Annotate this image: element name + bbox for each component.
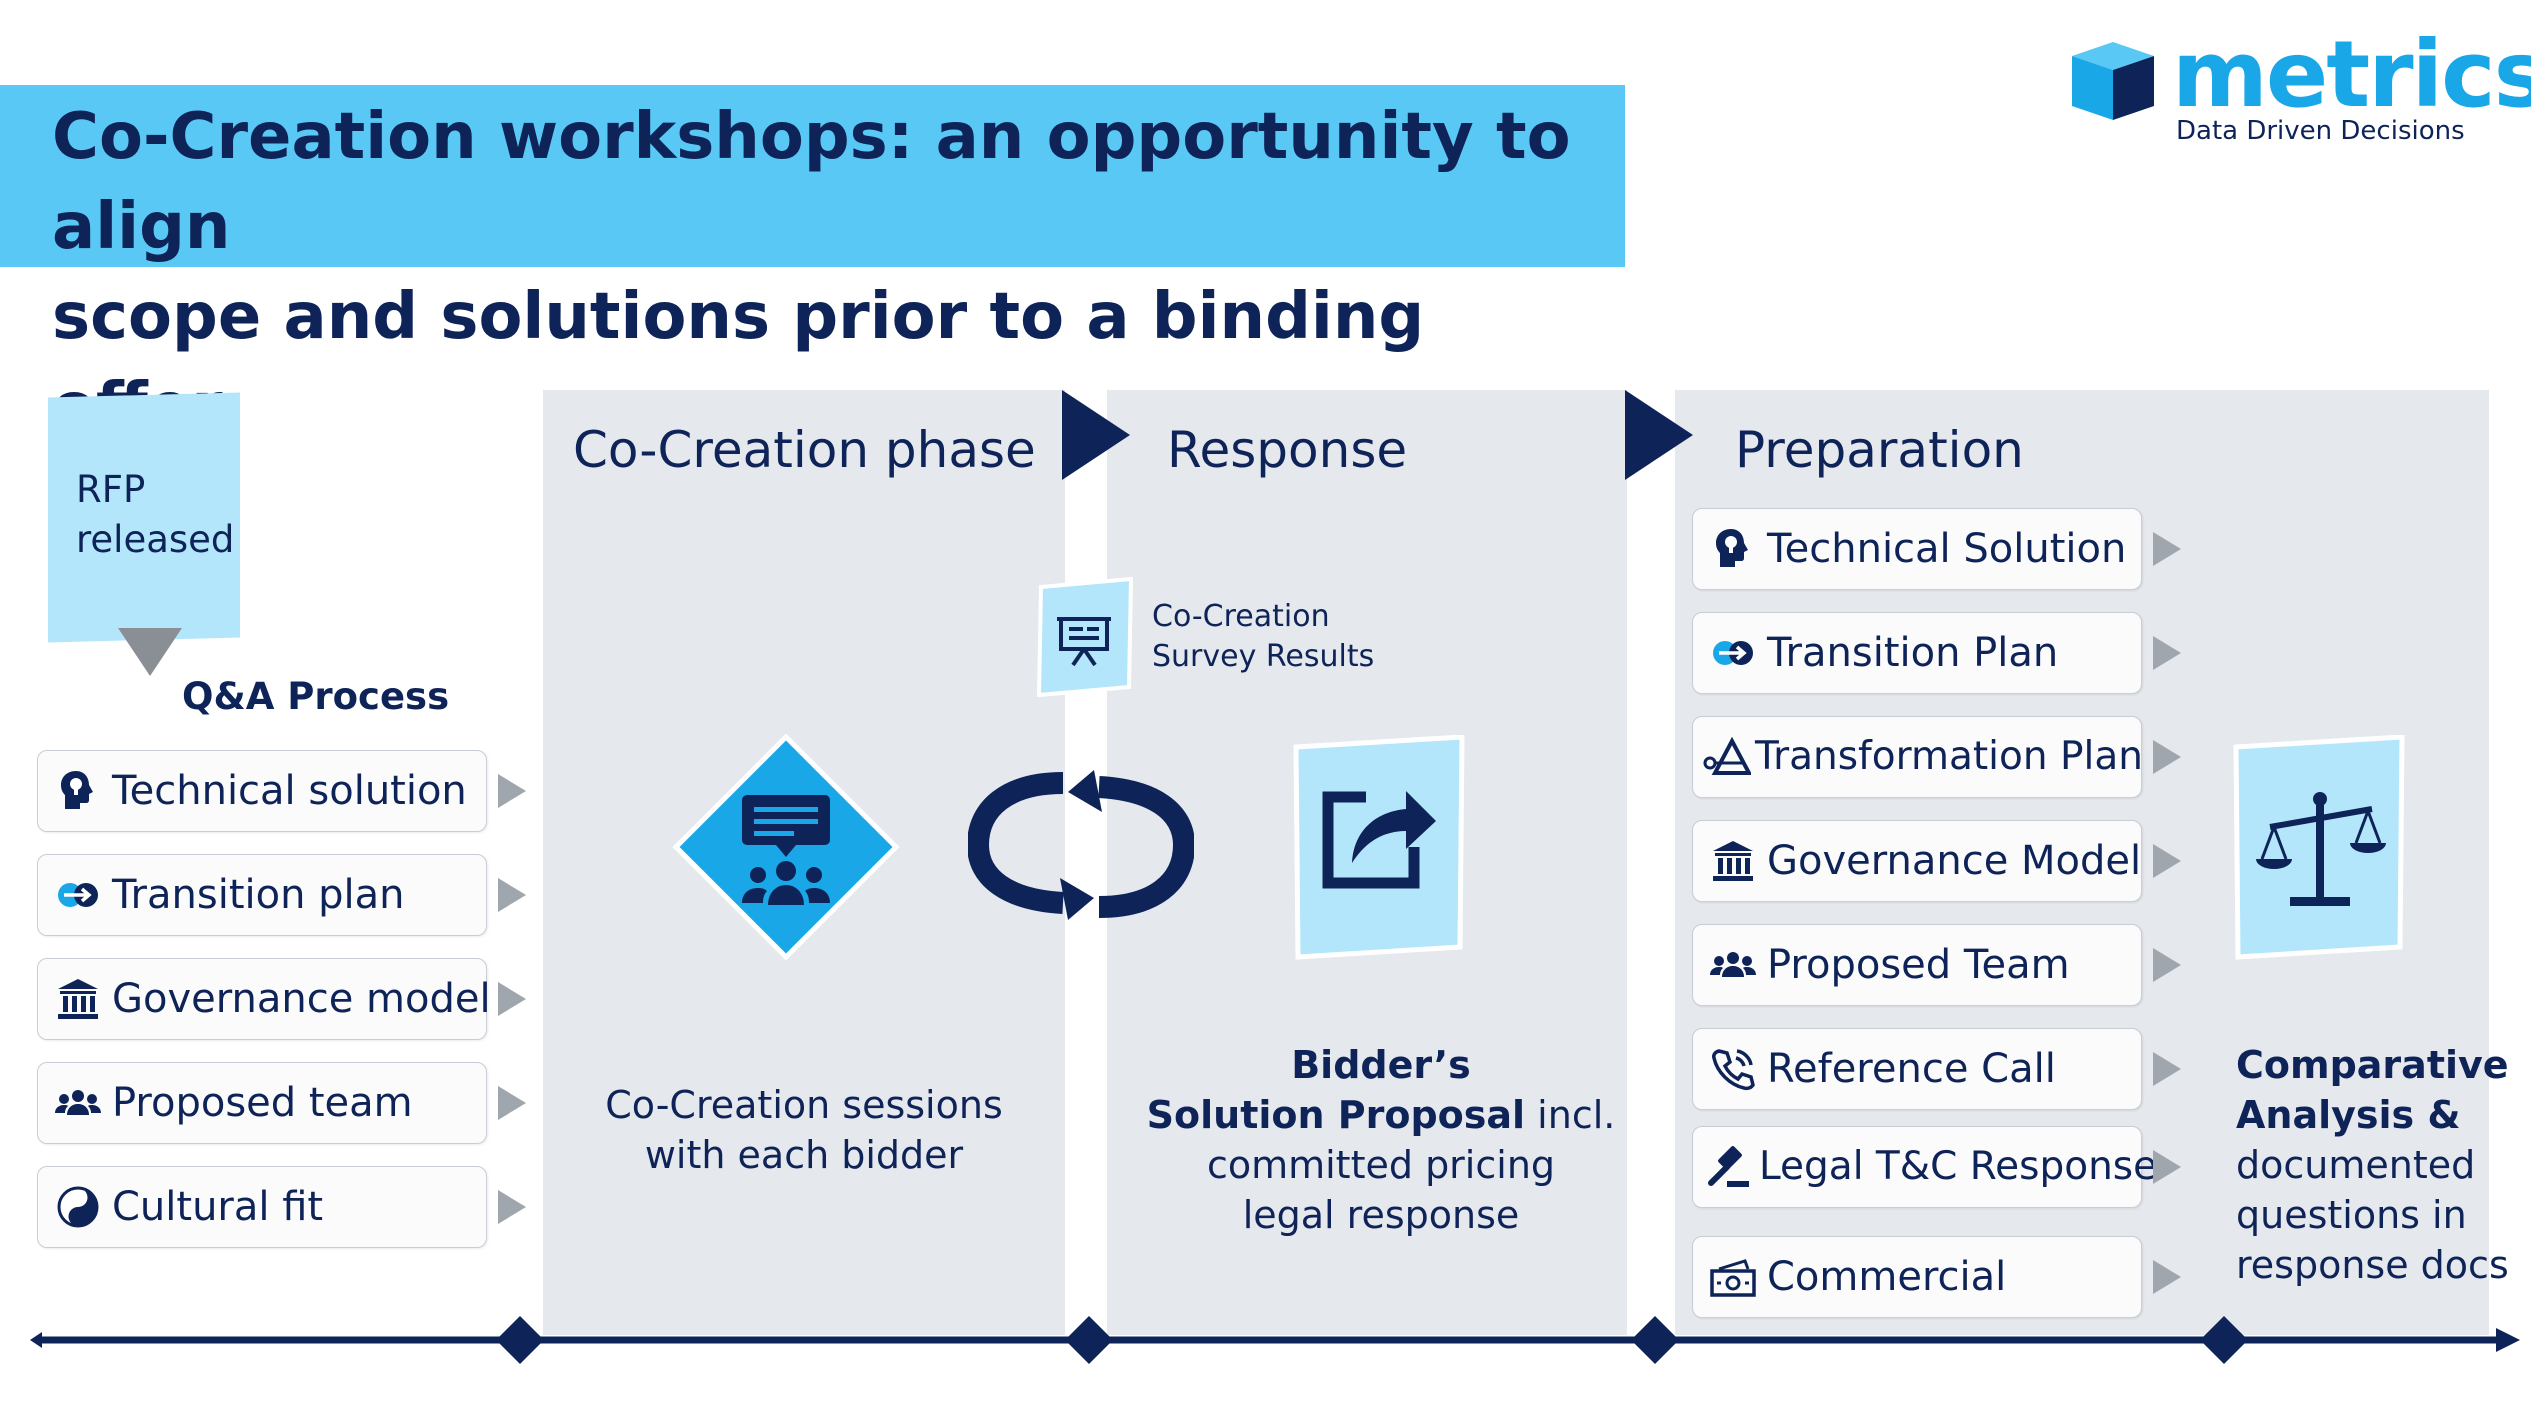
- comparative-analysis-text: Comparative Analysis & documented questi…: [2236, 1040, 2521, 1290]
- qa-item-technical-solution[interactable]: Technical solution: [37, 750, 487, 832]
- head-bulb-icon: [1709, 525, 1757, 573]
- prep-arrow-icon: [2153, 532, 2181, 566]
- qa-arrow-icon: [498, 878, 526, 912]
- qa-item-transition-plan[interactable]: Transition plan: [37, 854, 487, 936]
- timeline-end-arrow-icon: [2496, 1328, 2520, 1352]
- prep-item-label: Reference Call: [1767, 1046, 2056, 1092]
- comparative-analysis-bold: Comparative Analysis &: [2236, 1043, 2509, 1137]
- prep-arrow-icon: [2153, 740, 2181, 774]
- prep-arrow-icon: [2153, 636, 2181, 670]
- prep-arrow-icon: [2153, 948, 2181, 982]
- timeline-milestone: [496, 1316, 544, 1364]
- page-title: Co-Creation workshops: an opportunity to…: [52, 100, 1571, 444]
- cycle-arrows-icon: [968, 770, 1194, 920]
- logo-wordmark: metrics: [2172, 21, 2531, 128]
- qa-arrow-icon: [498, 1086, 526, 1120]
- rfp-label: RFP released: [76, 468, 235, 561]
- qa-process-heading: Q&A Process: [182, 675, 450, 718]
- logo-tagline: Data Driven Decisions: [2176, 116, 2465, 146]
- presentation-board-icon: [1036, 577, 1134, 698]
- prep-arrow-icon: [2153, 844, 2181, 878]
- scale-balance-icon: [2233, 735, 2405, 960]
- prep-item-label: Transformation Plan: [1755, 734, 2143, 779]
- response-phase-title: Response: [1167, 421, 1408, 479]
- prep-item-proposed-team[interactable]: Proposed Team: [1692, 924, 2142, 1006]
- transition-icon: [1709, 629, 1757, 677]
- prep-item-transformation-plan[interactable]: Transformation Plan: [1692, 716, 2143, 798]
- phase-chevron-2: [1625, 390, 1693, 480]
- qa-item-proposed-team[interactable]: Proposed team: [37, 1062, 487, 1144]
- survey-results-label: Co-Creation Survey Results: [1152, 599, 1375, 674]
- qa-item-label: Governance model: [112, 976, 491, 1022]
- cube-logo-icon: [2072, 42, 2154, 120]
- rfp-pointer-icon: [118, 628, 182, 676]
- preparation-phase-title: Preparation: [1735, 421, 2024, 479]
- phase-chevron-1: [1062, 390, 1130, 480]
- prep-item-reference-call[interactable]: Reference Call: [1692, 1028, 2142, 1110]
- timeline-milestone: [2200, 1316, 2248, 1364]
- prep-item-label: Legal T&C Response: [1759, 1144, 2158, 1189]
- qa-arrow-icon: [498, 982, 526, 1016]
- qa-item-label: Transition plan: [112, 872, 405, 918]
- prep-item-legal-tc-response[interactable]: Legal T&C Response: [1692, 1126, 2157, 1208]
- qa-item-label: Cultural fit: [112, 1184, 324, 1230]
- qa-item-label: Technical solution: [112, 768, 467, 814]
- prep-item-technical-solution[interactable]: Technical Solution: [1692, 508, 2142, 590]
- head-bulb-icon: [54, 767, 102, 815]
- response-caption: Bidder’s Solution Proposal incl. committ…: [1107, 1040, 1655, 1240]
- qa-item-cultural-fit[interactable]: Cultural fit: [37, 1166, 487, 1248]
- qa-arrow-icon: [498, 774, 526, 808]
- prep-arrow-icon: [2153, 1052, 2181, 1086]
- prep-item-transition-plan[interactable]: Transition Plan: [1692, 612, 2142, 694]
- building-columns-icon: [1709, 837, 1757, 885]
- people-group-icon: [54, 1079, 102, 1127]
- prep-item-label: Proposed Team: [1767, 942, 2070, 988]
- timeline: [30, 1316, 2520, 1364]
- prep-item-label: Technical Solution: [1767, 526, 2127, 572]
- comparative-analysis-rest: documented questions in response docs: [2236, 1143, 2509, 1287]
- yin-yang-icon: [54, 1183, 102, 1231]
- prep-arrow-icon: [2153, 1260, 2181, 1294]
- qa-item-label: Proposed team: [112, 1080, 413, 1126]
- prep-item-label: Transition Plan: [1767, 630, 2059, 676]
- timeline-start-cap: [30, 1332, 42, 1348]
- qa-arrow-icon: [498, 1190, 526, 1224]
- people-group-icon: [1709, 941, 1757, 989]
- share-proposal-icon: [1293, 735, 1465, 960]
- cocreation-phase-title: Co-Creation phase: [573, 421, 1036, 479]
- response-caption-rest: incl. committed pricing legal response: [1206, 1093, 1616, 1237]
- building-columns-icon: [54, 975, 102, 1023]
- prep-arrow-icon: [2153, 1150, 2181, 1184]
- gavel-icon: [1705, 1143, 1753, 1191]
- cocreation-caption: Co-Creation sessions with each bidder: [605, 1083, 1003, 1177]
- transformation-icon: [1703, 733, 1751, 781]
- cash-icon: [1709, 1253, 1757, 1301]
- timeline-milestone: [1065, 1316, 1113, 1364]
- co-creation-session-icon: [672, 733, 900, 961]
- prep-item-commercial[interactable]: Commercial: [1692, 1236, 2142, 1318]
- transition-icon: [54, 871, 102, 919]
- timeline-milestone: [1631, 1316, 1679, 1364]
- prep-item-label: Commercial: [1767, 1254, 2007, 1300]
- phone-call-icon: [1709, 1045, 1757, 1093]
- prep-item-label: Governance Model: [1767, 838, 2142, 884]
- title-banner: [0, 85, 1625, 267]
- prep-item-governance-model[interactable]: Governance Model: [1692, 820, 2142, 902]
- qa-item-governance-model[interactable]: Governance model: [37, 958, 491, 1040]
- response-caption-bold: Bidder’s Solution Proposal: [1146, 1043, 1526, 1137]
